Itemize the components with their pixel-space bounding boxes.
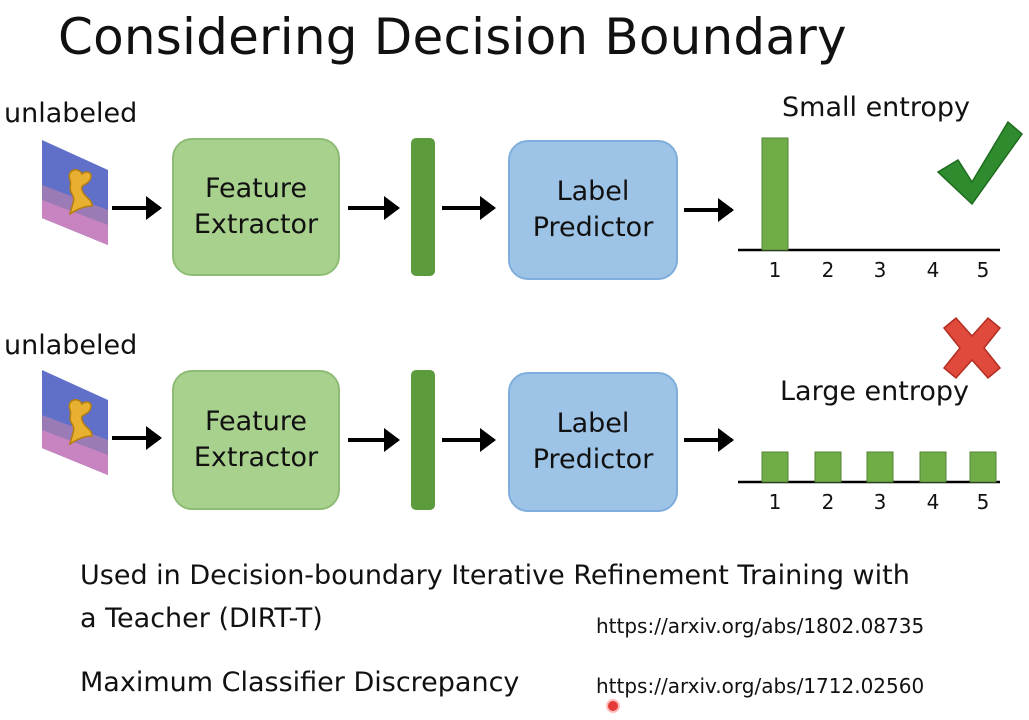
bar-1-class-1: [761, 137, 789, 251]
large-entropy-label: Large entropy: [780, 376, 969, 407]
mcd-description: Maximum Classifier Discrepancy: [80, 667, 520, 698]
dirt-description-line2: a Teacher (DIRT-T): [80, 603, 323, 634]
feature-extractor-line2: Extractor: [193, 442, 319, 473]
tick-label-2-2: 2: [821, 490, 835, 514]
tick-label-1-2: 2: [821, 258, 835, 282]
label-predictor-line1: Label: [556, 175, 630, 207]
label-predictor-line2: Predictor: [532, 212, 654, 243]
feature-extractor-line2: Extractor: [193, 209, 319, 240]
bar-group-2: [761, 451, 997, 483]
tick-label-2-3: 3: [873, 490, 887, 514]
unlabeled-label-2: unlabeled: [4, 330, 138, 361]
tick-label-2-4: 4: [926, 490, 940, 514]
tick-label-2-1: 1: [768, 490, 782, 514]
dirt-url-link[interactable]: https://arxiv.org/abs/1802.08735: [596, 614, 925, 638]
unlabeled-image-1: [42, 140, 108, 245]
input-image-thumbnail: [42, 140, 108, 245]
cursor-indicator: [606, 699, 620, 713]
bar-2-class-5: [969, 451, 997, 483]
red-cross-icon: [942, 316, 1002, 380]
green-checkmark-icon: [936, 120, 1024, 206]
tick-label-2-5: 5: [976, 490, 990, 514]
tick-label-1-5: 5: [976, 258, 990, 282]
tick-label-1-3: 3: [873, 258, 887, 282]
bar-2-class-2: [814, 451, 842, 483]
tick-label-1-1: 1: [768, 258, 782, 282]
bar-2-class-1: [761, 451, 789, 483]
feature-extractor-line1: Feature: [204, 405, 307, 437]
input-image-thumbnail: [42, 370, 108, 475]
mcd-url-link[interactable]: https://arxiv.org/abs/1712.02560: [596, 674, 925, 698]
dirt-description-line1: Used in Decision-boundary Iterative Refi…: [80, 560, 910, 591]
bar-2-class-4: [919, 451, 947, 483]
label-predictor-line1: Label: [556, 407, 630, 439]
feature-vector-1: [411, 138, 435, 276]
unlabeled-image-2: [42, 370, 108, 475]
small-entropy-label: Small entropy: [782, 92, 971, 123]
bar-group-1: [761, 137, 789, 251]
label-predictor-line2: Predictor: [532, 444, 654, 475]
tick-label-1-4: 4: [926, 258, 940, 282]
feature-vector-2: [411, 370, 435, 510]
slide-title: Considering Decision Boundary: [58, 8, 847, 66]
bar-2-class-3: [866, 451, 894, 483]
feature-extractor-line1: Feature: [204, 172, 307, 204]
unlabeled-label-1: unlabeled: [4, 98, 138, 129]
